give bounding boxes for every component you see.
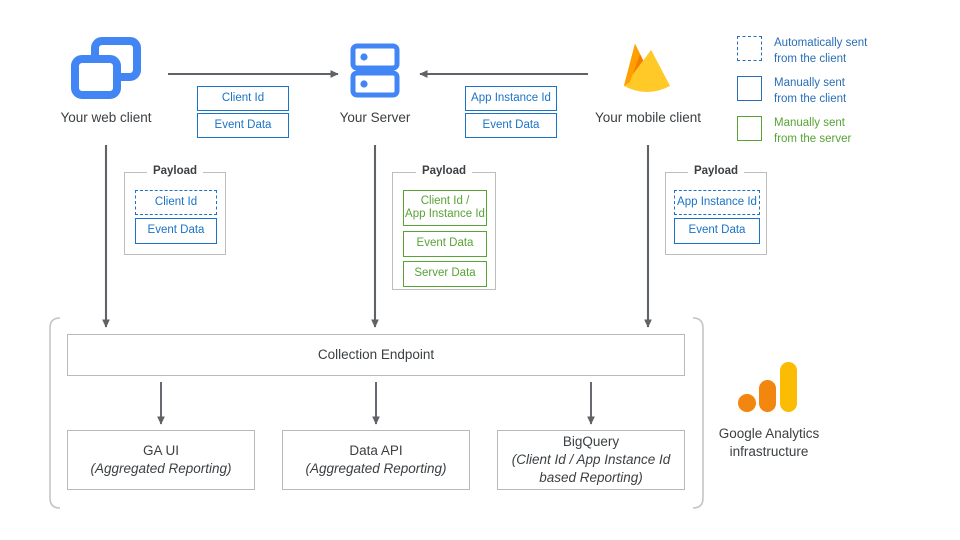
legend-label-manual-server-line2: from the server (774, 132, 852, 145)
legend-swatch-solid-blue-icon (737, 76, 762, 101)
output-box-ga-ui: GA UI (Aggregated Reporting) (67, 430, 255, 490)
data-api-title: Data API (349, 442, 403, 458)
legend-item-manual-server: Manually sent from the server (737, 116, 851, 147)
payload-web-title: Payload (146, 165, 204, 177)
legend-label-automatic-client-line2: from the client (774, 52, 847, 65)
payload-web: Payload Client Id Event Data (124, 165, 226, 255)
payload-mobile: Payload App Instance Id Event Data (665, 165, 767, 255)
ga-infrastructure-label: Google Analytics infrastructure (690, 425, 848, 461)
legend-label-automatic-client-line1: Automatically sent (774, 37, 868, 49)
payload-mobile-title: Payload (687, 165, 745, 177)
ga-ui-subtitle: (Aggregated Reporting) (90, 461, 232, 476)
bigquery-subtitle-line2: based Reporting) (539, 470, 643, 486)
legend-swatch-dashed-blue-icon (737, 36, 762, 61)
legend-swatch-solid-green-icon (737, 116, 762, 141)
server-label: Your Server (339, 110, 411, 125)
legend-label-manual-server: Manually sent from the server (774, 116, 851, 147)
collection-endpoint-label: Collection Endpoint (317, 346, 435, 362)
legend-label-manual-client-line2: from the client (774, 92, 847, 105)
google-analytics-icon (738, 362, 800, 420)
collection-endpoint-box: Collection Endpoint (67, 334, 685, 376)
data-api-subtitle: (Aggregated Reporting) (305, 461, 447, 476)
payload-server-item-id-line1: Client Id / (420, 194, 470, 207)
ga-infrastructure-label-line2: infrastructure (729, 444, 809, 460)
legend-label-manual-server-line1: Manually sent (774, 117, 845, 129)
firebase-flame-icon (618, 38, 676, 100)
server-stack-icon (350, 43, 400, 98)
bigquery-subtitle-line1: (Client Id / App Instance Id (511, 451, 671, 467)
legend-item-automatic-client: Automatically sent from the client (737, 36, 867, 67)
output-box-bigquery: BigQuery (Client Id / App Instance Id ba… (497, 430, 685, 490)
bracket-left (49, 317, 61, 509)
output-box-data-api: Data API (Aggregated Reporting) (282, 430, 470, 490)
payload-server-item-id: Client Id / App Instance Id (403, 190, 487, 226)
payload-server-item-id-line2: App Instance Id (405, 208, 485, 220)
payload-web-item-event-data: Event Data (135, 218, 217, 244)
web-client-label: Your web client (60, 110, 152, 125)
legend-label-manual-client-line1: Manually sent (774, 77, 845, 89)
bigquery-title: BigQuery (562, 433, 620, 449)
mobile-client-label: Your mobile client (594, 110, 702, 125)
payload-mobile-item-event-data: Event Data (674, 218, 760, 244)
legend-item-manual-client: Manually sent from the client (737, 76, 846, 107)
browser-windows-icon (70, 37, 142, 99)
payload-web-item-client-id: Client Id (135, 190, 217, 215)
transport-chip-app-instance-id: App Instance Id (465, 86, 557, 111)
payload-server: Payload Client Id / App Instance Id Even… (392, 165, 496, 290)
ga-infrastructure-label-line1: Google Analytics (718, 426, 820, 441)
transport-chip-client-id: Client Id (197, 86, 289, 111)
payload-mobile-item-app-instance-id: App Instance Id (674, 190, 760, 215)
payload-server-title: Payload (415, 165, 473, 177)
transport-chip-event-data: Event Data (197, 113, 289, 138)
bracket-right (692, 317, 704, 509)
ga-ui-title: GA UI (142, 442, 179, 458)
legend-label-manual-client: Manually sent from the client (774, 76, 846, 107)
payload-server-item-server-data: Server Data (403, 261, 487, 287)
legend: Automatically sent from the client Manua… (737, 36, 957, 150)
transport-chip-event-data-mobile: Event Data (465, 113, 557, 138)
payload-server-item-event-data: Event Data (403, 231, 487, 257)
legend-label-automatic-client: Automatically sent from the client (774, 36, 867, 67)
